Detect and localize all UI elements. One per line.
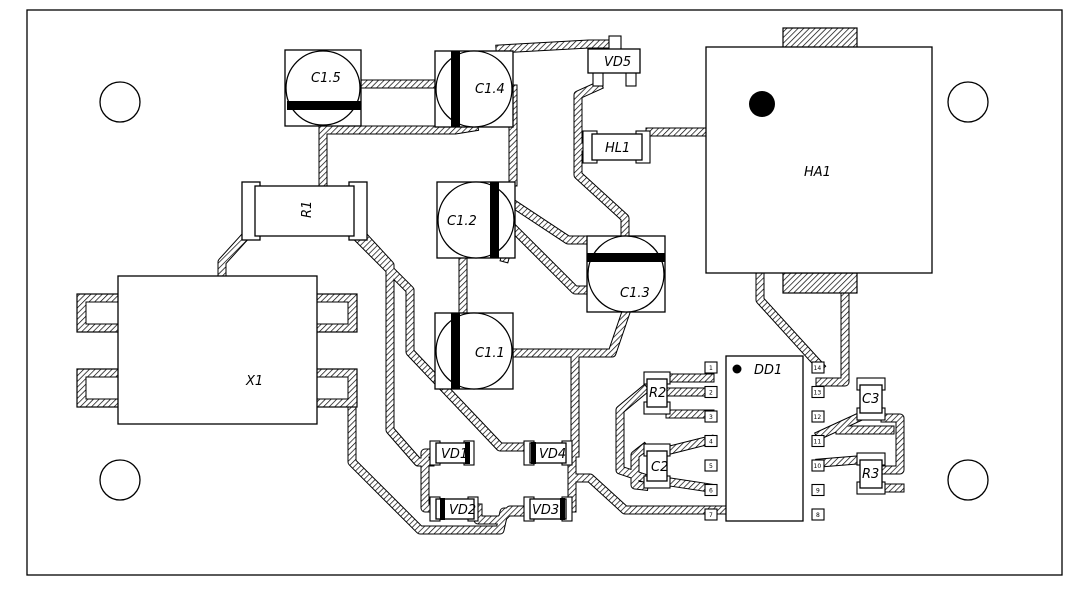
ic-pin-number: 9 xyxy=(816,488,820,495)
ic-pin-number: 13 xyxy=(814,390,822,397)
label-r1: R1 xyxy=(300,201,315,218)
component-x1: X1 xyxy=(76,275,358,425)
ic-pin-pad xyxy=(704,459,718,472)
component-c11: C1.1 xyxy=(434,312,514,390)
component-vd4: VD4 xyxy=(523,440,573,466)
label-vd3: VD3 xyxy=(532,503,559,518)
trace xyxy=(881,414,904,474)
trace xyxy=(666,478,714,492)
label-c12: C1.2 xyxy=(447,214,477,229)
label-c13: C1.3 xyxy=(620,286,650,301)
label-x1: X1 xyxy=(245,374,263,389)
component-c15: C1.5 xyxy=(284,49,362,127)
component-vd2: VD2 xyxy=(429,496,479,522)
trace xyxy=(756,269,825,371)
ic-pin-number: 3 xyxy=(709,414,713,421)
mounting-hole xyxy=(947,459,989,501)
label-c2: C2 xyxy=(651,460,668,475)
label-vd2: VD2 xyxy=(449,503,476,518)
ic-pin-pad xyxy=(811,459,825,472)
label-dd1: DD1 xyxy=(754,363,782,378)
label-vd1: VD1 xyxy=(441,447,468,462)
component-c3: C3 xyxy=(856,377,886,421)
mounting-holes xyxy=(99,81,989,501)
trace xyxy=(574,81,629,240)
ic-pin-pad xyxy=(811,385,825,399)
ic-pin-pad xyxy=(811,508,825,521)
mounting-hole xyxy=(99,81,141,123)
label-c15: C1.5 xyxy=(311,71,341,86)
ic-pin-number: 2 xyxy=(709,390,713,397)
trace xyxy=(496,40,613,53)
trace xyxy=(218,235,247,280)
component-vd1: VD1 xyxy=(429,440,475,466)
component-hl1: HL1 xyxy=(582,130,651,164)
label-c3: C3 xyxy=(862,392,879,407)
ic-pin-number: 10 xyxy=(814,463,822,470)
component-c12: C1.2 xyxy=(436,181,516,259)
label-c14: C1.4 xyxy=(475,82,505,97)
ic-pin-number: 7 xyxy=(709,512,713,519)
label-ha1: HA1 xyxy=(804,165,831,180)
label-r3: R3 xyxy=(862,467,879,482)
ic-pin-pad xyxy=(811,434,825,448)
trace xyxy=(568,474,730,514)
component-c14: C1.4 xyxy=(434,50,514,128)
trace xyxy=(508,307,631,357)
label-c11: C1.1 xyxy=(475,346,505,361)
trace xyxy=(631,443,649,490)
ic-pin-pad xyxy=(704,385,718,399)
ic-pin-number: 1 xyxy=(709,365,713,372)
component-r1: R1 xyxy=(241,181,368,241)
ic-pin-pad xyxy=(704,483,718,497)
trace xyxy=(816,456,861,467)
trace xyxy=(665,435,715,455)
component-r2: R2 xyxy=(643,371,671,415)
trace xyxy=(421,449,434,512)
ic-pin-number: 14 xyxy=(814,365,822,372)
ic-pin-number: 11 xyxy=(814,439,822,446)
component-vd3: VD3 xyxy=(523,496,573,522)
trace xyxy=(816,286,849,386)
ic-pin-pad xyxy=(811,483,825,497)
ic-pin-pad xyxy=(704,434,718,448)
ic-pin-pad xyxy=(811,361,825,374)
trace xyxy=(510,200,591,244)
component-vd5: VD5 xyxy=(587,35,641,87)
label-vd5: VD5 xyxy=(604,55,631,70)
traces xyxy=(217,39,905,535)
ic-pin-number: 8 xyxy=(816,512,820,519)
component-ha1: HA1 xyxy=(705,27,933,294)
ic-pin-pad xyxy=(704,361,718,374)
ic-pin-number: 12 xyxy=(814,414,822,421)
component-c2: C2 xyxy=(643,443,671,489)
label-hl1: HL1 xyxy=(605,141,630,156)
trace xyxy=(510,225,591,294)
mounting-hole xyxy=(947,81,989,123)
trace xyxy=(319,122,479,134)
ic-pin-pad xyxy=(811,410,825,423)
ic-pin-pad xyxy=(704,410,718,423)
component-c13: C1.3 xyxy=(586,235,666,313)
ic-pin-number: 4 xyxy=(709,439,713,446)
label-r2: R2 xyxy=(649,386,666,401)
label-vd4: VD4 xyxy=(539,447,566,462)
mounting-hole xyxy=(99,459,141,501)
ic-pin-pad xyxy=(704,508,718,521)
ic-pin-number: 5 xyxy=(709,463,713,470)
component-r3: R3 xyxy=(856,452,886,495)
ic-pin-number: 6 xyxy=(709,488,713,495)
